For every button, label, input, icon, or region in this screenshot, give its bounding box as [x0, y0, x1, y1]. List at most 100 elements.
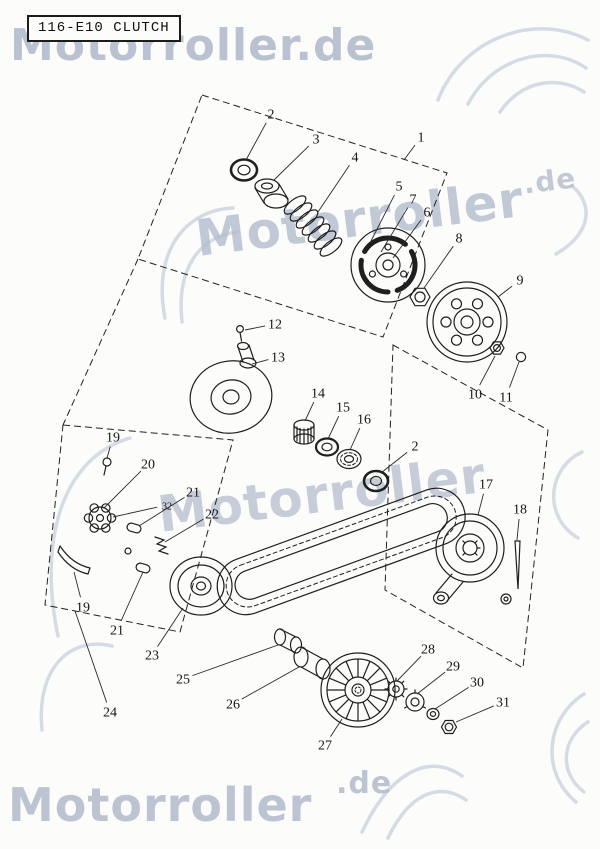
part-number-label: 2: [268, 108, 275, 123]
part-number-label: 4: [352, 151, 359, 166]
part-number-label: 13: [271, 351, 285, 366]
leader-line: [106, 446, 111, 459]
part-21-rollers: [126, 522, 151, 574]
part-number-label: 18: [513, 503, 527, 518]
part-23-pulley-face: [169, 556, 233, 616]
part-22-spring: [154, 536, 169, 555]
leader-line: [245, 122, 267, 161]
part-19-bolt-top: [102, 457, 112, 476]
part-30-washer: [426, 707, 440, 721]
watermark-bottom: Motorroller .de: [8, 766, 391, 832]
part-number-label: 29: [446, 660, 460, 675]
assembly-group-outlines: [44, 94, 549, 669]
part-18-pin: [500, 540, 521, 605]
leader-line: [120, 571, 144, 622]
part-5-6-7-clutch-shoe-assembly: [350, 227, 426, 303]
page-title: 116-E10 CLUTCH: [27, 15, 181, 42]
part-number-label: 26: [226, 698, 240, 713]
leader-line: [455, 705, 494, 723]
part-28-lock-washer: [384, 677, 408, 701]
small-roller: [124, 547, 132, 555]
leader-line: [317, 165, 350, 213]
part-number-label: 20: [141, 458, 155, 473]
leader-line: [396, 655, 422, 682]
part-number-label: 32: [162, 502, 172, 513]
part-number-label: 19: [76, 601, 90, 616]
part-13-drive-plate: [189, 341, 273, 434]
part-number-label: 1: [418, 131, 425, 146]
leader-line: [434, 687, 469, 710]
part-14-roller-cage: [293, 419, 315, 445]
leader-line: [380, 207, 409, 253]
part-number-label: 10: [468, 388, 482, 403]
logo-swirl-decorations: [39, 27, 590, 840]
leader-line: [477, 493, 484, 516]
leader-line: [164, 518, 204, 543]
part-number-label: 21: [186, 486, 200, 501]
part-12-bolt: [236, 325, 245, 342]
leader-line: [403, 144, 416, 161]
part-2-washer-rear: [362, 469, 390, 493]
part-31-nut: [440, 719, 458, 735]
leader-line: [497, 285, 513, 298]
part-3-bushing: [254, 178, 289, 209]
part-number-label: 7: [410, 193, 417, 208]
part-number-label: 17: [479, 478, 493, 493]
leader-line: [369, 194, 395, 244]
part-17-driven-pulley: [432, 513, 505, 605]
part-number-label: 21: [110, 624, 124, 639]
part-number-label: 30: [470, 676, 484, 691]
part-number-label: 31: [496, 696, 510, 711]
part-number-label: 24: [103, 706, 117, 721]
part-number-label: 5: [396, 180, 403, 195]
leader-line: [380, 451, 408, 474]
leader-line: [349, 427, 361, 451]
diagram-parts: [57, 158, 527, 735]
part-20-roller-guide: [83, 503, 117, 533]
leader-line: [241, 666, 300, 700]
part-8-nut: [409, 287, 431, 307]
part-number-label: 3: [313, 133, 320, 148]
leader-line: [330, 718, 343, 737]
leader-line: [244, 325, 266, 331]
part-number-label: 14: [311, 387, 325, 402]
part-29-tab-washer: [404, 689, 426, 712]
leader-line: [273, 145, 310, 181]
leader-line: [251, 359, 269, 365]
part-number-label: 11: [499, 391, 512, 406]
part-number-label: 22: [205, 508, 219, 523]
part-number-label: 23: [145, 649, 159, 664]
leader-line: [392, 219, 422, 259]
part-number-label: 15: [336, 401, 350, 416]
part-9-clutch-bell: [426, 281, 508, 363]
watermark-bottom-suffix: .de: [336, 766, 393, 801]
part-27-fan-wheel: [320, 652, 396, 728]
leader-line: [112, 506, 158, 518]
part-19-ramp-plate: [57, 545, 91, 575]
clutch-group-outline: [137, 94, 448, 338]
leader-line: [416, 671, 446, 695]
leader-line: [103, 470, 142, 509]
part-number-label: 28: [421, 643, 435, 658]
leader-line: [509, 361, 520, 388]
fan-fins: [326, 658, 390, 722]
watermark-bottom-text: Motorroller: [8, 778, 313, 832]
leader-line: [74, 610, 108, 703]
part-16-bearing: [336, 448, 362, 470]
part-number-label: 27: [318, 739, 332, 754]
drive-belt: [216, 487, 466, 616]
variator-group-outline: [44, 424, 234, 633]
part-4-spring: [283, 195, 343, 257]
leader-line: [192, 644, 279, 677]
part-number-label: 8: [456, 232, 463, 247]
leader-line: [479, 355, 496, 386]
leader-line: [423, 245, 454, 289]
leader-line: [516, 518, 520, 541]
part-11-circlip: [515, 351, 527, 363]
leader-line: [73, 571, 81, 598]
part-number-label: 9: [517, 274, 524, 289]
part-number-label: 12: [268, 318, 282, 333]
leader-line: [304, 401, 315, 422]
part-2-washer: [229, 158, 259, 182]
